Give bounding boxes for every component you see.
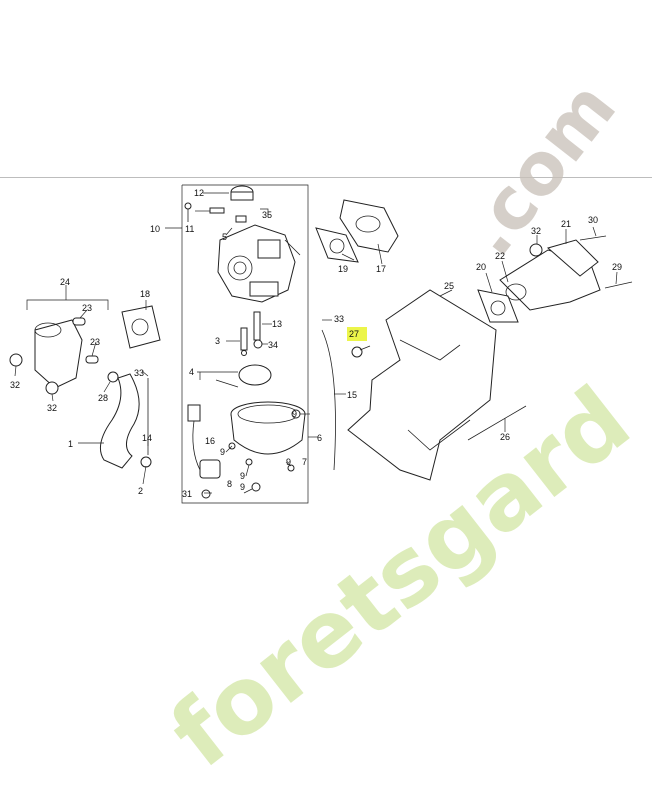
part-35-screws [209, 207, 247, 223]
label-22: 22 [495, 251, 505, 261]
part-30-stud [579, 235, 607, 241]
part-32-nuts [9, 243, 543, 395]
label-17: 17 [376, 264, 386, 274]
label-23-top: 23 [82, 303, 92, 313]
bracket-group-10 [165, 184, 309, 504]
label-26: 26 [500, 432, 510, 442]
label-35: 35 [262, 210, 272, 220]
label-9-bottom: 9 [240, 482, 245, 492]
part-labels: 12 11 10 35 5 13 3 34 4 9 16 6 9 9 7 9 8… [10, 188, 622, 499]
label-6: 6 [317, 433, 322, 443]
part-29-stud [604, 281, 633, 289]
label-4: 4 [189, 367, 194, 377]
label-20: 20 [476, 262, 486, 272]
label-30: 30 [588, 215, 598, 225]
label-32-right: 32 [531, 226, 541, 236]
label-10: 10 [150, 224, 160, 234]
label-9-low: 9 [240, 471, 245, 481]
label-19: 19 [338, 264, 348, 274]
part-16-solenoid [187, 404, 221, 479]
part-27-bolt [351, 345, 371, 358]
label-31: 31 [182, 489, 192, 499]
part-15-tube [321, 329, 336, 471]
label-28: 28 [98, 393, 108, 403]
label-15: 15 [347, 390, 357, 400]
label-14: 14 [142, 433, 152, 443]
label-33-left: 33 [134, 368, 144, 378]
label-1: 1 [68, 439, 73, 449]
part-24-elbow [26, 299, 109, 389]
label-27: 27 [349, 329, 359, 339]
part-11-screw [184, 202, 192, 222]
label-11: 11 [185, 224, 194, 234]
part-21-bracket [546, 239, 599, 277]
part-17-insulator [339, 199, 399, 253]
part-26-stud [467, 405, 527, 441]
part-34-washer [253, 339, 263, 349]
label-9-right: 9 [286, 457, 291, 467]
label-34: 34 [268, 340, 278, 350]
label-9-top: 9 [292, 409, 297, 419]
label-32-left: 32 [10, 380, 20, 390]
label-21: 21 [561, 219, 571, 229]
label-29: 29 [612, 262, 622, 272]
label-12: 12 [194, 188, 204, 198]
carburetor-body [217, 224, 301, 303]
part-18-gasket [121, 305, 161, 349]
watermark-com: .com [446, 66, 632, 271]
highlight-box [347, 327, 367, 341]
part-1-hose [99, 373, 140, 469]
label-23-bottom: 23 [90, 337, 100, 347]
label-33-right: 33 [334, 314, 344, 324]
label-13: 13 [272, 319, 282, 329]
label-9-mid: 9 [220, 447, 225, 457]
label-3: 3 [215, 336, 220, 346]
label-8: 8 [227, 479, 232, 489]
part-19-gasket [315, 227, 359, 263]
part-6-float-bowl [230, 401, 306, 455]
label-7: 7 [302, 457, 307, 467]
label-32-mid: 32 [47, 403, 57, 413]
part-3-jet [240, 327, 248, 356]
label-18: 18 [140, 289, 150, 299]
part-28-clamp [107, 371, 119, 383]
separator-line [0, 177, 652, 178]
label-5: 5 [222, 232, 227, 242]
part-12-cap [230, 185, 254, 201]
leader-lines [14, 192, 618, 494]
label-16: 16 [205, 436, 215, 446]
label-2: 2 [138, 486, 143, 496]
label-25: 25 [444, 281, 454, 291]
label-24: 24 [60, 277, 70, 287]
part-25-air-cleaner-case [347, 289, 497, 481]
part-13-needle [253, 311, 261, 341]
part-4-float [215, 364, 272, 388]
part-31-bolt [201, 489, 211, 499]
part-14-cable [140, 378, 152, 468]
part-20-gasket [477, 289, 519, 323]
